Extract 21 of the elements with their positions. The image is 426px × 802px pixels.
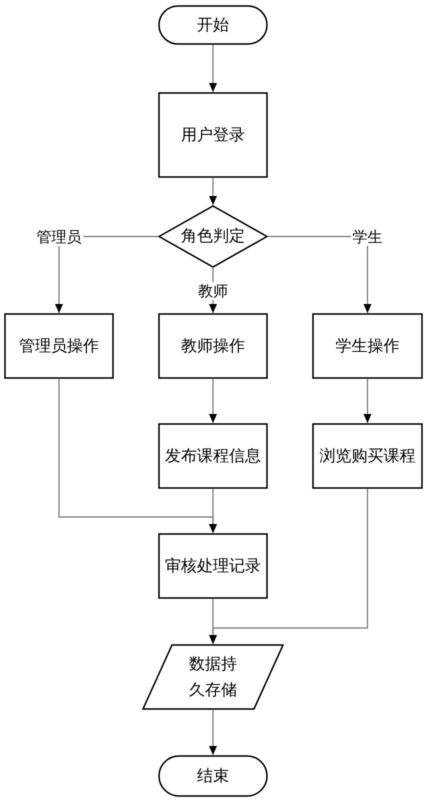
decision-diamond: 角色判定 — [158, 205, 268, 268]
edge-label: 管理员 — [34, 228, 84, 246]
process-box: 学生操作 — [312, 313, 423, 379]
edge-label: 教师 — [196, 282, 230, 300]
data-parallelogram: 数据持久存储 — [142, 644, 284, 710]
process-box: 管理员操作 — [4, 313, 114, 379]
arrow — [209, 178, 217, 205]
process-box: 审核处理记录 — [158, 533, 268, 599]
terminator-shape: 结束 — [158, 755, 268, 797]
process-box: 发布课程信息 — [158, 423, 268, 489]
process-box: 浏览购买课程 — [312, 423, 423, 489]
process-box: 用户登录 — [158, 92, 268, 178]
edge-label: 学生 — [350, 228, 384, 246]
arrow — [364, 379, 372, 423]
arrow — [209, 45, 217, 92]
arrow — [209, 710, 217, 755]
arrow — [209, 379, 217, 423]
arrow — [209, 489, 217, 533]
terminator-shape: 开始 — [158, 5, 268, 45]
arrow — [209, 489, 368, 644]
process-box: 教师操作 — [158, 313, 268, 379]
